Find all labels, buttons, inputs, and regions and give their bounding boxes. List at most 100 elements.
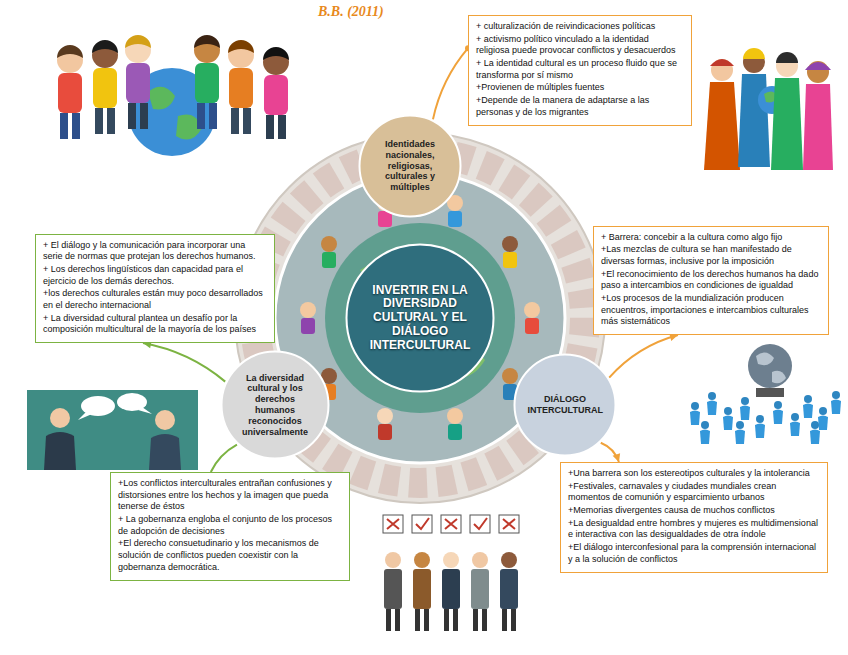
- children-globe-illustration-part-part: [58, 73, 82, 113]
- ring-children-part-part: [524, 302, 540, 318]
- note-text: +Memorias divergentes causa de muchos co…: [568, 505, 820, 517]
- ring-children-part: [321, 236, 337, 268]
- children-globe-illustration-part-part: [264, 75, 288, 115]
- ring-children-part-part: [448, 424, 462, 440]
- children-globe-illustration-part-part: [266, 115, 274, 139]
- children-globe-illustration-part-part: [57, 45, 83, 58]
- voters-illustration-part-part: [395, 609, 400, 631]
- topic-text: La diversidad cultural y los derechos hu…: [235, 373, 314, 438]
- ring-children-part: [447, 195, 463, 227]
- voters-illustration-part-part: [472, 552, 488, 568]
- children-globe-illustration-part-part: [125, 35, 151, 48]
- note-text: +Festivales, carnavales y ciudades mundi…: [568, 481, 820, 504]
- voters-illustration-part-part: [471, 569, 489, 609]
- topic-circle: DIÁLOGO INTERCULTURAL: [513, 353, 617, 457]
- topic-text: Identidades nacionales, religiosas, cult…: [373, 139, 448, 193]
- ring-children-part-part: [321, 236, 337, 252]
- children-globe-illustration-part: [148, 87, 175, 110]
- note-text: +El reconocimiento de los derechos human…: [601, 269, 821, 292]
- voters-illustration-part: [441, 515, 461, 533]
- voters-illustration-part-part: [414, 552, 430, 568]
- globe-people-illustration-part: [735, 421, 745, 444]
- note-text: +La desigualdad entre hombres y mujeres …: [568, 518, 820, 541]
- topic-circle: Identidades nacionales, religiosas, cult…: [358, 114, 462, 218]
- costume-children-illustration-part-part: [776, 52, 798, 63]
- connector-line: [143, 343, 225, 382]
- ring-children-part-part: [301, 318, 315, 334]
- children-globe-illustration-part-part: [60, 113, 68, 139]
- children-globe-illustration-part-part: [126, 63, 150, 103]
- children-globe-illustration-part-part: [263, 47, 289, 60]
- note-text: +los derechos culturales están muy poco …: [43, 288, 267, 311]
- topic-text: DIÁLOGO INTERCULTURAL: [528, 394, 603, 416]
- note-text: +Las mezclas de cultura se han manifesta…: [601, 244, 821, 267]
- note-box: +Una barrera son los estereotipos cultur…: [560, 462, 828, 573]
- voters-illustration-part: [387, 519, 399, 529]
- globe-people-illustration-part: [690, 402, 700, 425]
- globe-people-illustration-part: [700, 421, 710, 444]
- ring-children-part-part: [447, 408, 463, 424]
- voters-illustration-part-part: [442, 569, 460, 609]
- connector: [601, 443, 620, 462]
- children-globe-illustration-part-part: [197, 103, 205, 129]
- voters-illustration-part: [471, 552, 489, 631]
- costume-children-illustration-part: [803, 61, 833, 170]
- globe-people-illustration-part: [803, 395, 813, 418]
- connector-line: [211, 445, 237, 472]
- arrow-head: [613, 453, 621, 462]
- children-globe-illustration-part-part: [95, 108, 103, 134]
- globe-people-illustration: [690, 344, 841, 444]
- costume-children-illustration-part-part: [771, 78, 803, 170]
- globe-people-illustration-part: [748, 344, 792, 388]
- costume-children-illustration-part: [771, 52, 803, 170]
- ring-children-part: [377, 408, 393, 440]
- children-globe-illustration-part-part: [128, 103, 136, 129]
- voters-illustration: [383, 515, 519, 631]
- globe-people-illustration-part: [772, 371, 786, 383]
- topic-circle: La diversidad cultural y los derechos hu…: [220, 350, 330, 460]
- topic-text: INVERTIR EN LA DIVERSIDAD CULTURAL Y EL …: [366, 284, 474, 353]
- connector: [433, 45, 471, 119]
- conversation-illustration-part: [50, 408, 70, 428]
- voters-illustration-part-part: [482, 609, 487, 631]
- voters-illustration-part: [384, 552, 402, 631]
- note-text: +El diálogo interconfesional para la com…: [568, 542, 820, 565]
- voters-illustration-part: [413, 552, 431, 631]
- globe-people-illustration-part: [756, 388, 784, 397]
- note-text: +Los conflictos interculturales entrañan…: [118, 478, 342, 513]
- conversation-illustration-part: [155, 410, 175, 430]
- children-globe-illustration-part-part: [107, 108, 115, 134]
- ring-children-part-part: [503, 252, 517, 268]
- note-text: + Barrera: concebir a la cultura como al…: [601, 232, 821, 244]
- children-globe-illustration-part: [92, 40, 118, 134]
- voters-illustration-part: [499, 515, 519, 533]
- note-box: + Barrera: concebir a la cultura como al…: [593, 226, 829, 336]
- children-globe-illustration-part: [125, 35, 151, 129]
- ring-children-part: [300, 302, 316, 334]
- ring-children-part: [447, 408, 463, 440]
- globe-people-illustration-part: [755, 415, 765, 438]
- ring-children-part: [502, 236, 518, 268]
- note-text: + activismo político vinculado a la iden…: [476, 34, 684, 57]
- voters-illustration-part: [442, 552, 460, 631]
- ring-children-part-part: [525, 318, 539, 334]
- globe-people-illustration-part: [707, 392, 717, 415]
- costume-children-illustration: [704, 48, 833, 170]
- connector: [143, 341, 225, 382]
- note-text: +El derecho consuetudinario y los mecani…: [118, 538, 342, 573]
- note-text: +Los procesos de la mundialización produ…: [601, 293, 821, 328]
- voters-illustration-part-part: [502, 609, 507, 631]
- costume-children-illustration-part-part: [803, 84, 833, 170]
- note-text: + La gobernanza engloba el conjunto de l…: [118, 514, 342, 537]
- children-globe-illustration-part-part: [278, 115, 286, 139]
- conversation-illustration-part: [138, 407, 152, 414]
- globe-people-illustration-part: [818, 407, 828, 430]
- ring-children-part-part: [448, 211, 462, 227]
- children-globe-illustration-part: [228, 40, 254, 134]
- voters-illustration-part-part: [473, 609, 478, 631]
- globe-people-illustration-part: [773, 401, 783, 424]
- voters-illustration-part-part: [424, 609, 429, 631]
- children-globe-illustration-part-part: [229, 68, 253, 108]
- children-globe-illustration-part-part: [228, 40, 254, 53]
- children-globe-illustration-part-part: [194, 35, 220, 48]
